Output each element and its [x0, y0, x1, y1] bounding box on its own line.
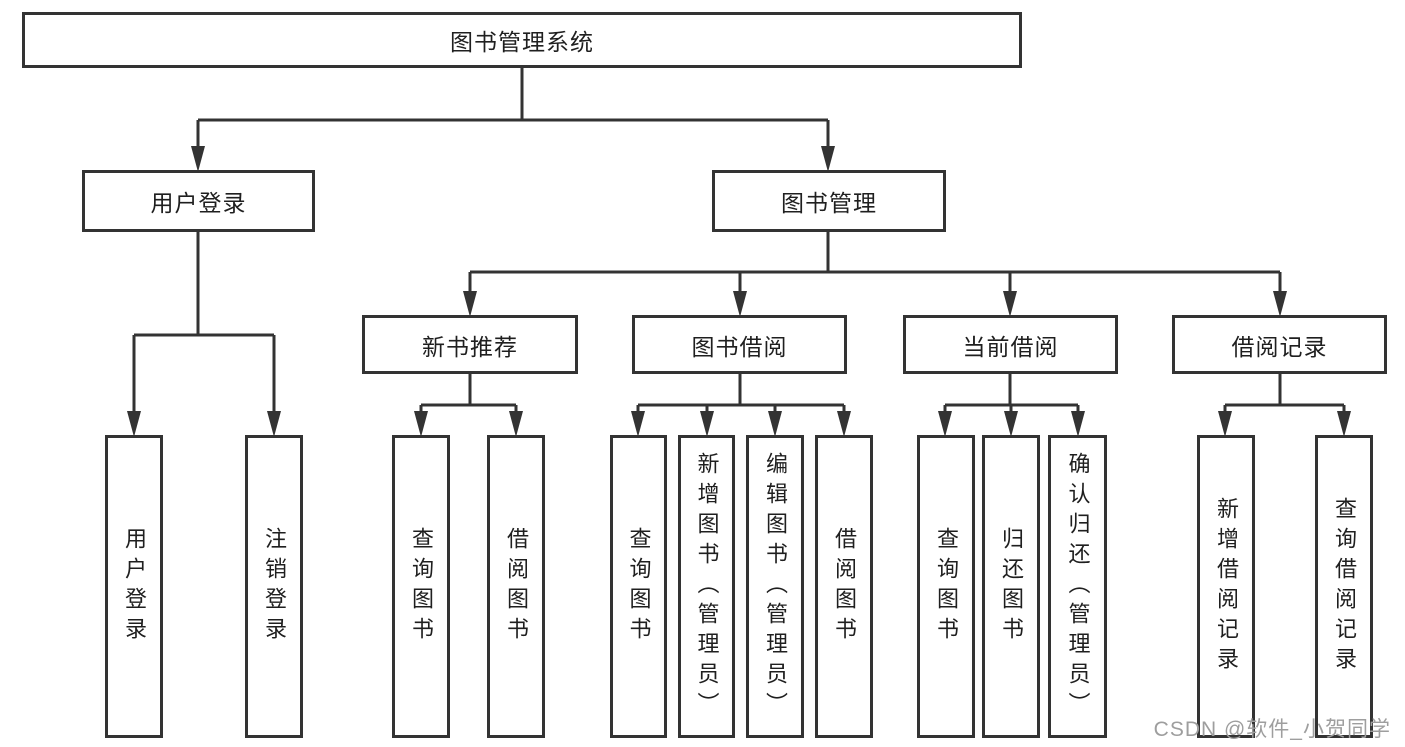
csdn-watermark: CSDN @软件_小贺同学 — [1153, 718, 1391, 741]
node-query-books-borrowing: 查询图书 — [610, 435, 667, 738]
node-borrowing-records: 借阅记录 — [1172, 315, 1387, 374]
node-label: 借阅图书 — [832, 526, 857, 647]
node-label: 查询图书 — [934, 526, 959, 647]
node-borrow-books-recommend: 借阅图书 — [487, 435, 545, 738]
node-new-book-recommendation: 新书推荐 — [362, 315, 578, 374]
node-confirm-return-admin: 确认归还（管理员） — [1048, 435, 1107, 738]
node-label: 新书推荐 — [422, 333, 518, 360]
node-user-login-branch: 用户登录 — [82, 170, 315, 232]
node-label: 查询图书 — [409, 526, 434, 647]
node-label: 新增借阅记录 — [1214, 496, 1239, 677]
node-book-management-system: 图书管理系统 — [22, 12, 1022, 68]
node-edit-books-admin: 编辑图书（管理员） — [746, 435, 804, 738]
node-book-management-branch: 图书管理 — [712, 170, 946, 232]
node-user-login: 用户登录 — [105, 435, 163, 738]
node-label: 确认归还（管理员） — [1065, 451, 1091, 722]
node-label: 借阅记录 — [1231, 333, 1328, 360]
node-label: 当前借阅 — [962, 333, 1059, 360]
node-return-books: 归还图书 — [982, 435, 1040, 738]
node-label: 图书借阅 — [691, 333, 788, 360]
node-query-borrow-record: 查询借阅记录 — [1315, 435, 1373, 738]
node-logout: 注销登录 — [245, 435, 303, 738]
node-label: 注销登录 — [262, 526, 287, 647]
node-borrow-books-borrowing: 借阅图书 — [815, 435, 873, 738]
node-add-borrow-record: 新增借阅记录 — [1197, 435, 1255, 738]
node-label: 编辑图书（管理员） — [763, 451, 788, 722]
node-label: 新增图书（管理员） — [694, 451, 720, 722]
node-label: 用户登录 — [122, 526, 147, 647]
node-label: 图书管理 — [781, 190, 877, 216]
node-label: 归还图书 — [999, 526, 1024, 647]
node-query-books-recommend: 查询图书 — [392, 435, 450, 738]
node-label: 用户登录 — [150, 190, 247, 216]
node-query-books-current: 查询图书 — [917, 435, 975, 738]
node-book-borrowing: 图书借阅 — [632, 315, 847, 374]
node-label: 查询图书 — [626, 526, 652, 647]
node-label: 图书管理系统 — [450, 29, 594, 55]
node-label: 查询借阅记录 — [1332, 496, 1357, 677]
node-current-borrowing: 当前借阅 — [903, 315, 1118, 374]
node-label: 借阅图书 — [504, 526, 529, 647]
node-add-books-admin: 新增图书（管理员） — [678, 435, 735, 738]
